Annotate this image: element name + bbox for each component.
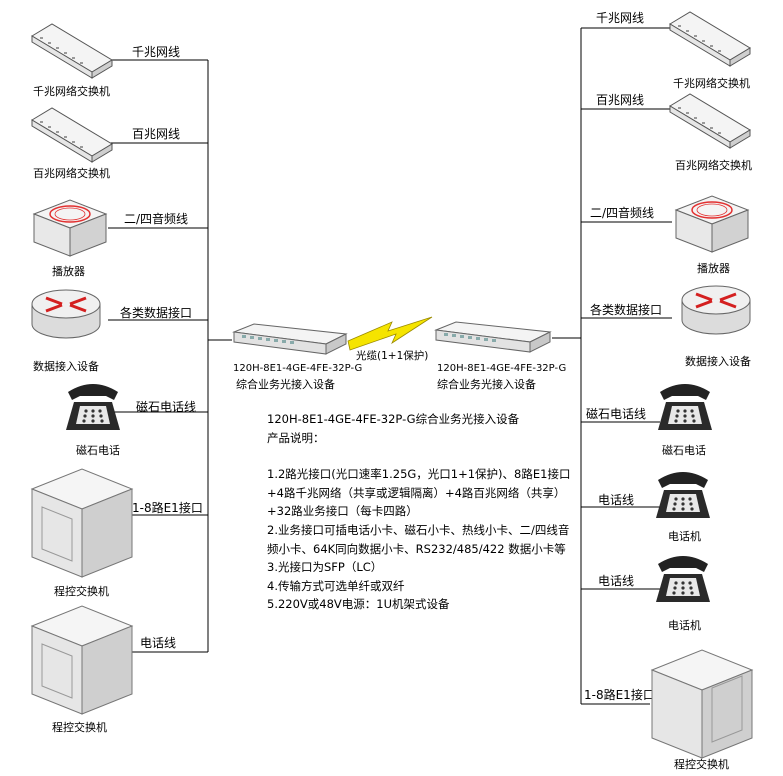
description-subtitle: 产品说明： bbox=[267, 430, 325, 445]
right-access-unit-icon bbox=[434, 321, 552, 353]
left-device-label-2: 播放器 bbox=[52, 265, 85, 278]
right-unit-model: 120H-8E1-4GE-4FE-32P-G bbox=[437, 363, 567, 374]
right-device-label-0: 千兆网络交换机 bbox=[673, 77, 750, 90]
left-unit-model: 120H-8E1-4GE-4FE-32P-G bbox=[233, 363, 363, 374]
description-item-2: 3.光接口为SFP（LC） bbox=[267, 560, 383, 575]
product-description: 120H-8E1-4GE-4FE-32P-G综合业务光接入设备 产品说明： 1.… bbox=[267, 410, 577, 614]
left-wire-label-2: 二/四音频线 bbox=[124, 212, 189, 226]
right-device-label-6: 电话机 bbox=[668, 619, 701, 632]
left-router-icon bbox=[31, 289, 101, 339]
left-access-unit-icon bbox=[232, 323, 348, 355]
right-router-icon bbox=[681, 285, 751, 335]
left-wire-label-3: 各类数据接口 bbox=[120, 306, 193, 320]
left-unit-name: 综合业务光接入设备 bbox=[236, 378, 335, 391]
description-item-4: 5.220V或48V电源：1U机架式设备 bbox=[267, 597, 450, 612]
left-wire-label-1: 百兆网线 bbox=[132, 127, 181, 141]
right-phone-2-icon bbox=[656, 556, 710, 602]
right-device-label-1: 百兆网络交换机 bbox=[675, 159, 752, 172]
left-bus bbox=[108, 59, 232, 653]
right-device-label-4: 磁石电话 bbox=[662, 444, 706, 457]
right-wire-label-5: 电话线 bbox=[598, 493, 635, 507]
left-device-label-5: 程控交换机 bbox=[54, 585, 109, 598]
right-magneto-phone-icon bbox=[658, 384, 712, 430]
left-device-label-4: 磁石电话 bbox=[76, 444, 120, 457]
right-pbx-icon bbox=[650, 649, 754, 759]
right-gigabit-switch-icon bbox=[669, 11, 751, 67]
fiber-link-label: 光缆(1+1保护) bbox=[356, 350, 429, 362]
description-item-3: 4.传输方式可选单纤或双纤 bbox=[267, 578, 405, 593]
left-player-icon bbox=[32, 199, 108, 257]
right-wire-label-0: 千兆网线 bbox=[596, 11, 645, 25]
left-magneto-phone-icon bbox=[66, 384, 120, 430]
right-device-label-3: 数据接入设备 bbox=[685, 355, 751, 368]
right-wire-label-1: 百兆网线 bbox=[596, 93, 645, 107]
right-wire-label-2: 二/四音频线 bbox=[590, 206, 655, 220]
right-wire-label-7: 1-8路E1接口 bbox=[584, 688, 655, 702]
description-title: 120H-8E1-4GE-4FE-32P-G综合业务光接入设备 bbox=[267, 412, 520, 426]
right-device-label-7: 程控交换机 bbox=[674, 758, 729, 771]
left-device-label-1: 百兆网络交换机 bbox=[33, 167, 110, 180]
description-item-0: 1.2路光接口(光口速率1.25G，光口1+1保护)、8路E1接口+4路千兆网络… bbox=[267, 467, 571, 519]
left-device-label-6: 程控交换机 bbox=[52, 721, 107, 734]
fiber-link-lightning bbox=[347, 316, 433, 351]
left-wire-label-4: 磁石电话线 bbox=[136, 400, 197, 414]
left-device-label-3: 数据接入设备 bbox=[33, 360, 99, 373]
right-fast-switch-icon bbox=[669, 93, 751, 149]
left-wire-label-0: 千兆网线 bbox=[132, 45, 181, 59]
right-device-label-5: 电话机 bbox=[668, 530, 701, 543]
left-wire-label-6: 电话线 bbox=[140, 636, 177, 650]
left-pbx-1-icon bbox=[30, 468, 134, 578]
right-player-icon bbox=[674, 195, 750, 253]
description-item-1: 2.业务接口可插电话小卡、磁石小卡、热线小卡、二/四线音频小卡、64K同向数据小… bbox=[267, 522, 570, 556]
right-wire-label-4: 磁石电话线 bbox=[586, 407, 647, 421]
left-fast-switch-icon bbox=[31, 107, 113, 163]
right-wire-label-3: 各类数据接口 bbox=[590, 303, 663, 317]
right-phone-1-icon bbox=[656, 472, 710, 518]
left-pbx-2-icon bbox=[30, 605, 134, 715]
right-wire-label-6: 电话线 bbox=[598, 574, 635, 588]
right-unit-name: 综合业务光接入设备 bbox=[437, 378, 536, 391]
left-device-label-0: 千兆网络交换机 bbox=[33, 85, 110, 98]
right-bus bbox=[552, 27, 672, 705]
left-wire-label-5: 1-8路E1接口 bbox=[132, 501, 203, 515]
right-device-label-2: 播放器 bbox=[697, 262, 730, 275]
left-gigabit-switch-icon bbox=[31, 23, 113, 79]
